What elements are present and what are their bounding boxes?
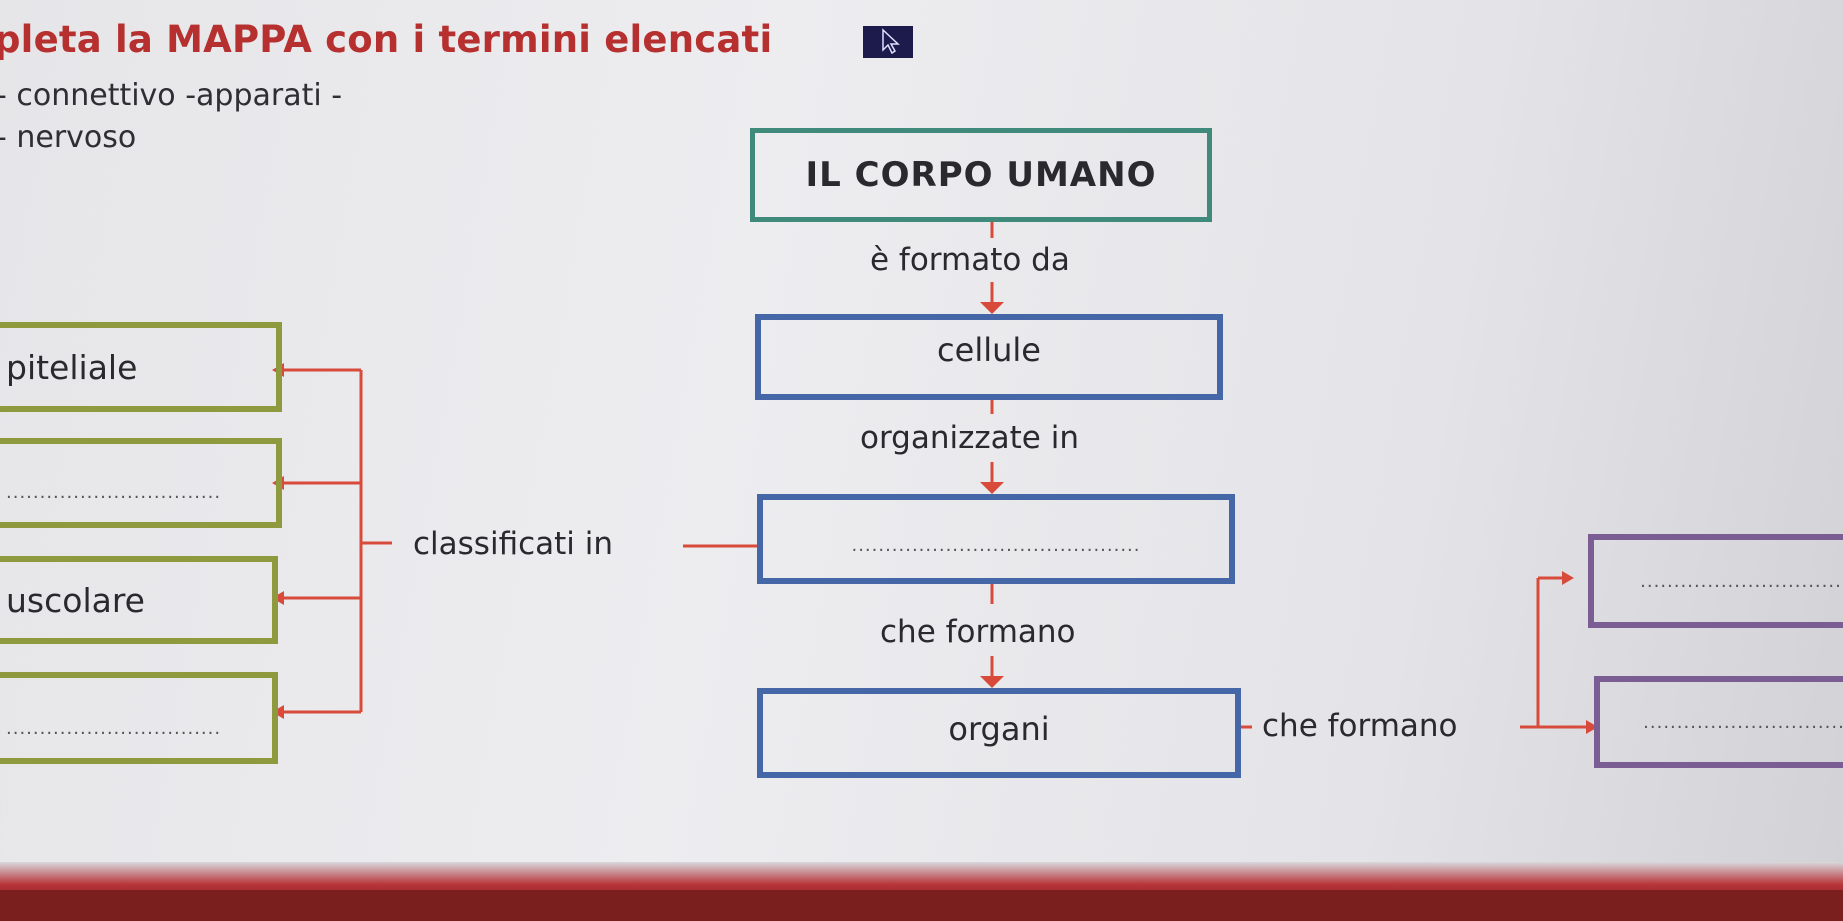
tissue-type-label-1: piteliale <box>6 347 138 387</box>
organs-box: organi <box>757 688 1241 778</box>
page-bottom-band <box>0 890 1843 921</box>
system-box-2[interactable]: .............................. <box>1594 676 1843 768</box>
tissues-blank: ........................................… <box>851 534 1141 556</box>
link-classificati-in: classificati in <box>413 526 614 562</box>
tissue-type-label-4: ................................ <box>6 717 222 739</box>
cells-box: cellule <box>755 314 1223 400</box>
root-box: IL CORPO UMANO <box>750 128 1212 222</box>
organs-label: organi <box>948 710 1050 748</box>
system-label-1: .............................. <box>1640 570 1842 592</box>
tissue-type-box-2[interactable]: ................................ <box>0 438 282 528</box>
link-che-formano: che formano <box>880 614 1076 650</box>
system-box-1[interactable]: .............................. <box>1588 534 1843 628</box>
cursor-indicator <box>863 26 913 58</box>
exercise-title: pleta la MAPPA con i termini elencati <box>0 18 773 61</box>
tissue-type-box-4[interactable]: ................................ <box>0 672 278 764</box>
tissue-type-label-2: ................................ <box>6 481 222 503</box>
mouse-pointer-icon <box>882 28 900 55</box>
terms-line-2: - nervoso <box>0 120 137 155</box>
tissue-type-box-3: uscolare <box>0 556 278 644</box>
link-che-formano-2: che formano <box>1262 708 1458 744</box>
terms-line-1: - connettivo -apparati - <box>0 78 343 113</box>
tissues-box[interactable]: ........................................… <box>757 494 1235 584</box>
page-bottom-edge <box>0 862 1843 894</box>
cells-label: cellule <box>937 331 1041 369</box>
root-label: IL CORPO UMANO <box>805 155 1157 195</box>
tissue-type-label-3: uscolare <box>6 580 145 620</box>
system-label-2: .............................. <box>1643 711 1843 733</box>
tissue-type-box-1: piteliale <box>0 322 282 412</box>
link-organizzate-in: organizzate in <box>860 420 1079 456</box>
link-formato-da: è formato da <box>870 242 1070 278</box>
